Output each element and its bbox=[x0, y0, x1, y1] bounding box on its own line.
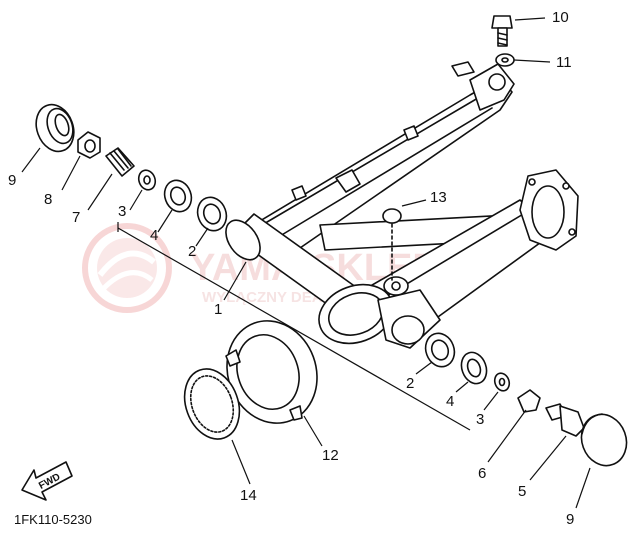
callout-4-left: 4 bbox=[150, 227, 158, 244]
callout-6: 6 bbox=[478, 465, 486, 482]
nut-6 bbox=[517, 389, 541, 413]
bolt-10 bbox=[491, 15, 513, 47]
callout-12: 12 bbox=[322, 447, 339, 464]
ring-14 bbox=[183, 368, 241, 440]
callout-13: 13 bbox=[430, 189, 447, 206]
pivot-shaft-7 bbox=[105, 147, 135, 177]
callout-14: 14 bbox=[240, 487, 257, 504]
swingarm bbox=[225, 61, 579, 349]
callout-3-right: 3 bbox=[476, 411, 484, 428]
fwd-arrow-icon: FWD bbox=[21, 461, 73, 501]
oil-seal-9-right bbox=[580, 413, 628, 467]
washer-11 bbox=[495, 53, 515, 67]
dust-cover-12 bbox=[225, 320, 318, 424]
pivot-bolt-5 bbox=[545, 403, 585, 437]
callout-9-left: 9 bbox=[8, 172, 16, 189]
callout-10: 10 bbox=[552, 9, 569, 26]
bearing-2-right bbox=[424, 332, 456, 368]
callout-7: 7 bbox=[72, 209, 80, 226]
bearing-4-left bbox=[163, 179, 193, 213]
collar-3-right bbox=[493, 372, 511, 392]
leader-lines bbox=[21, 17, 591, 509]
callout-8: 8 bbox=[44, 191, 52, 208]
collar-3-left bbox=[137, 169, 157, 191]
callout-3-left: 3 bbox=[118, 203, 126, 220]
bearing-4-right bbox=[460, 351, 488, 385]
callout-9-right: 9 bbox=[566, 511, 574, 528]
callouts: 10 11 9 8 7 3 4 2 13 1 2 4 3 12 6 5 14 9 bbox=[8, 9, 574, 528]
part-code: 1FK110-5230 bbox=[14, 512, 92, 527]
upper-axis-line bbox=[117, 227, 471, 431]
callout-11: 11 bbox=[556, 54, 572, 71]
grease-nipple-13 bbox=[382, 208, 402, 281]
oil-seal-9-left bbox=[35, 103, 75, 153]
callout-5: 5 bbox=[518, 483, 526, 500]
watermark-logo-icon bbox=[82, 223, 172, 313]
bearing-2-left bbox=[196, 196, 228, 232]
callout-2-left: 2 bbox=[188, 243, 196, 260]
nut-8 bbox=[77, 131, 101, 159]
callout-4-right: 4 bbox=[446, 393, 454, 410]
callout-1: 1 bbox=[214, 301, 222, 318]
callout-2-right: 2 bbox=[406, 375, 414, 392]
